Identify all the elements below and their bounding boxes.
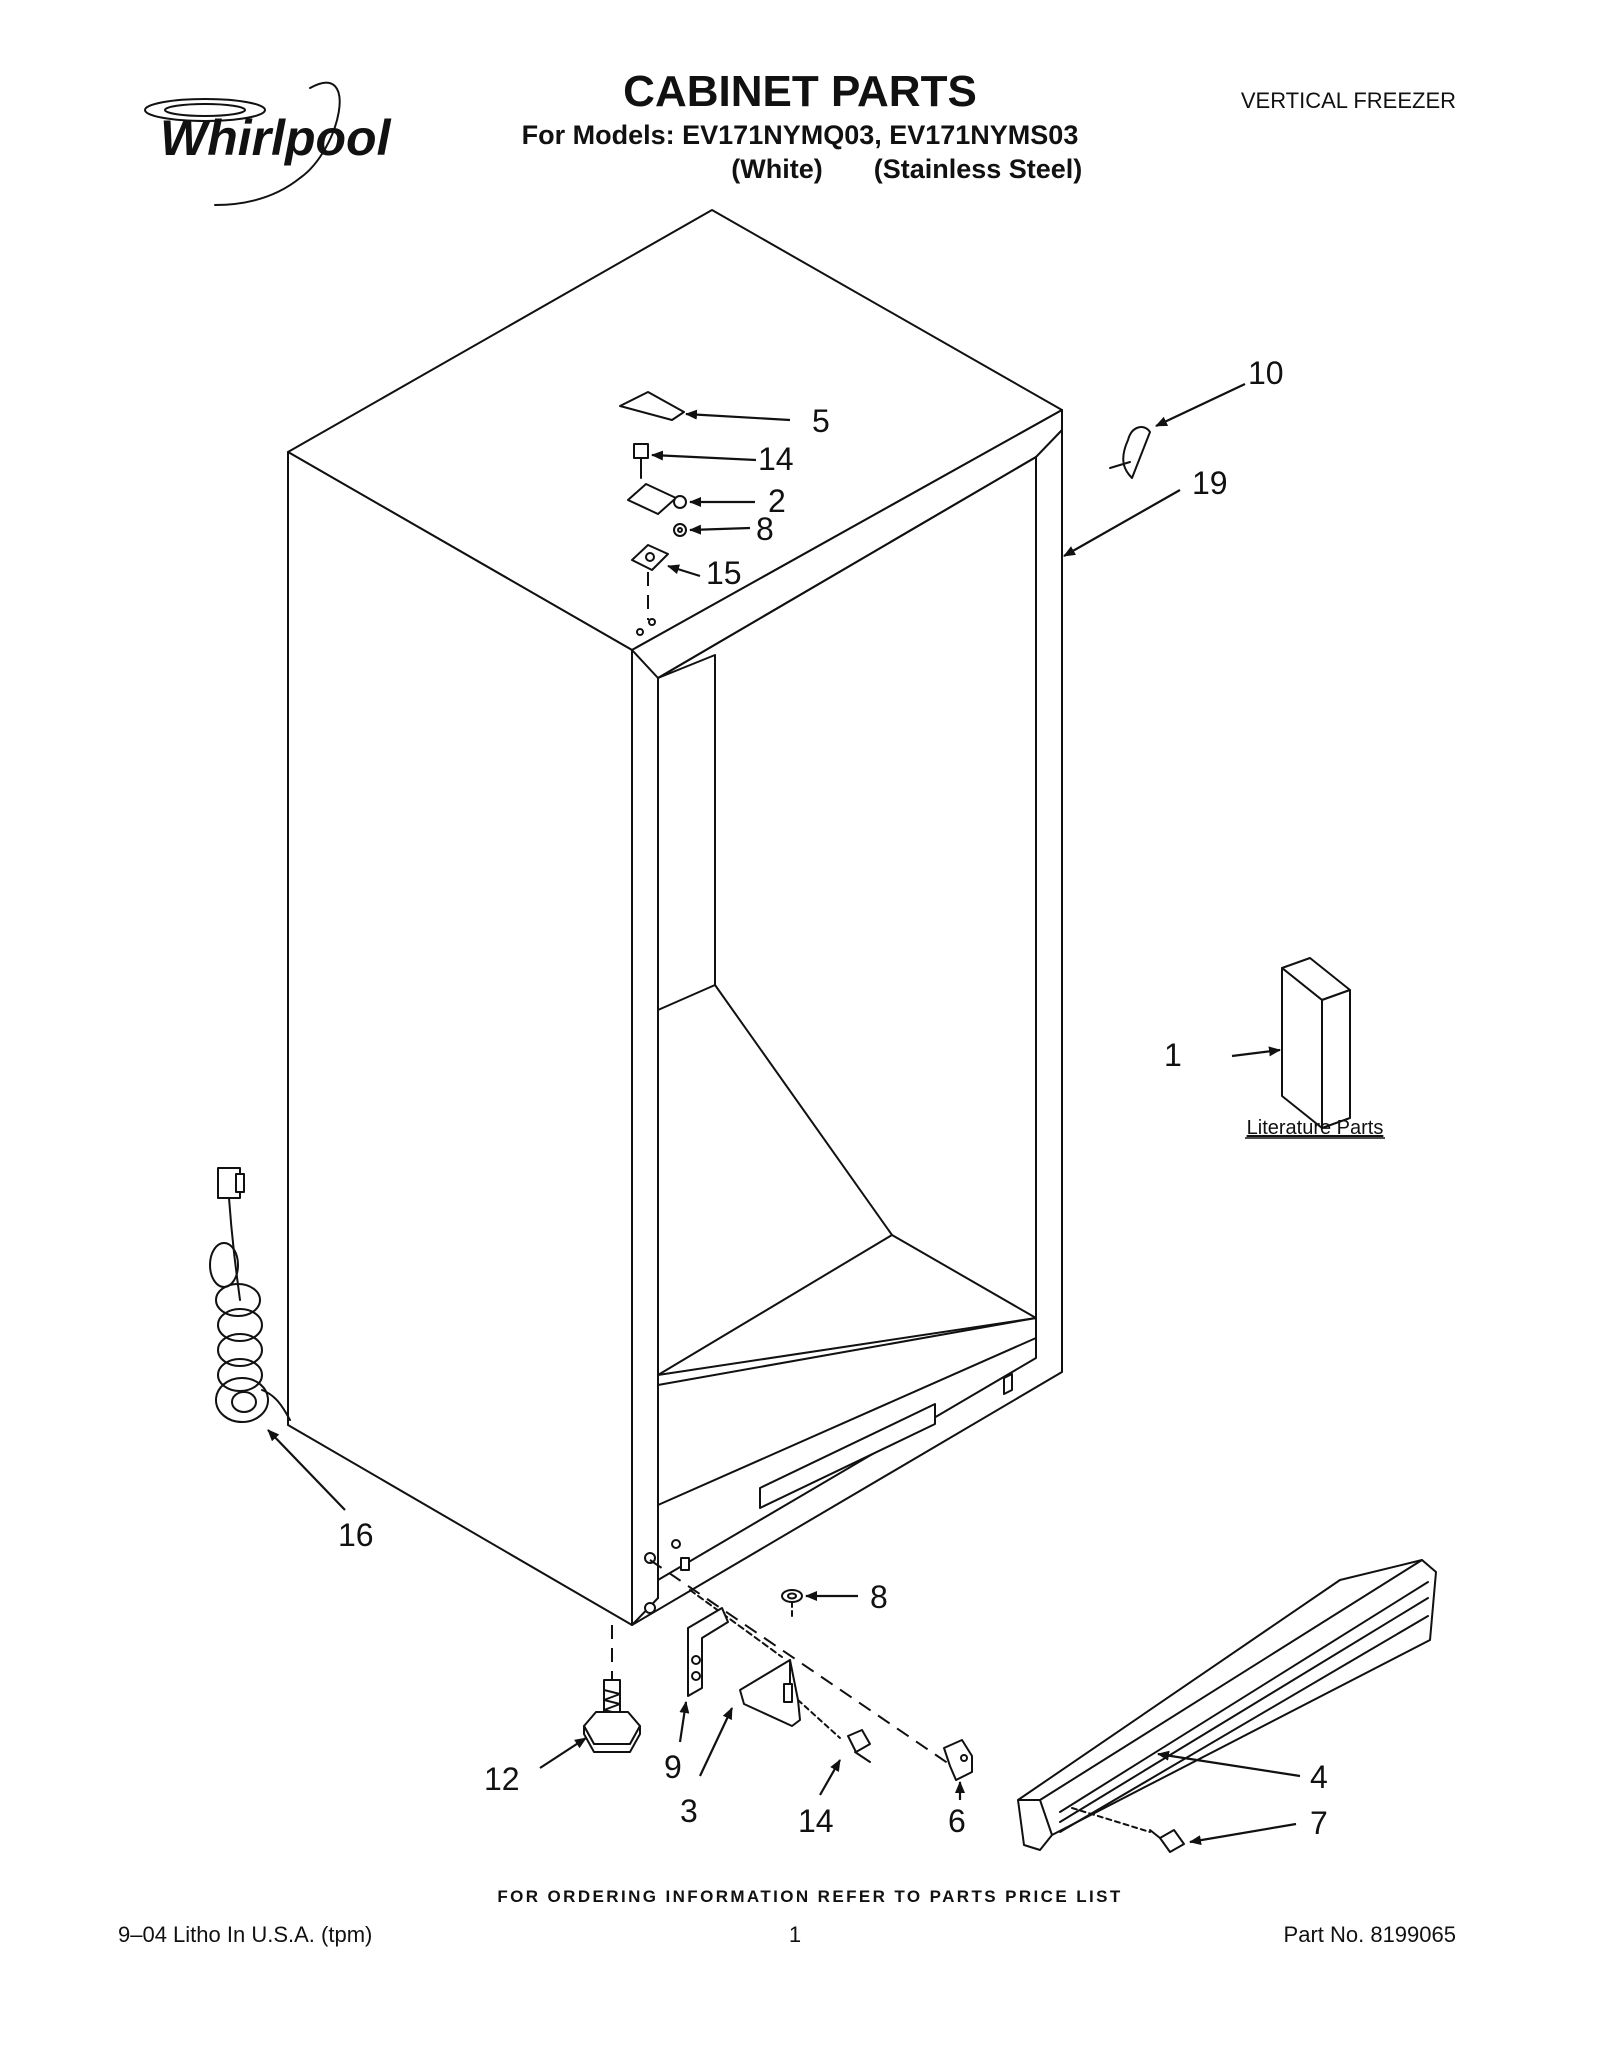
whirlpool-logo: Whirlpool xyxy=(144,81,392,206)
callout-14-top: 14 xyxy=(758,441,794,477)
callout-arrows xyxy=(267,383,1301,1846)
brand-wordmark: Whirlpool xyxy=(160,110,392,166)
ordering-note: FOR ORDERING INFORMATION REFER TO PARTS … xyxy=(497,1887,1122,1906)
variant-white: (White) xyxy=(731,154,822,184)
power-cord xyxy=(209,1167,291,1423)
models-line: For Models: EV171NYMQ03, EV171NYMS03 xyxy=(522,120,1079,150)
cabinet-body xyxy=(287,209,1063,1626)
callout-9: 9 xyxy=(664,1749,682,1785)
callout-12: 12 xyxy=(484,1761,520,1797)
literature-booklet xyxy=(1281,957,1351,1129)
callout-1: 1 xyxy=(1164,1037,1182,1073)
callout-5: 5 xyxy=(812,403,830,439)
hinge-shim-part xyxy=(631,544,669,620)
callout-10: 10 xyxy=(1248,355,1284,391)
callout-8-top: 8 xyxy=(756,511,774,547)
callout-7: 7 xyxy=(1310,1805,1328,1841)
callout-3: 3 xyxy=(680,1793,698,1829)
hinge-cover-part xyxy=(619,391,685,421)
callout-2: 2 xyxy=(768,483,786,519)
page-number: 1 xyxy=(789,1922,801,1947)
page-title: CABINET PARTS xyxy=(623,67,977,116)
leveling-leg xyxy=(583,1625,641,1753)
callout-14-bottom: 14 xyxy=(798,1803,834,1839)
litho-note: 9–04 Litho In U.S.A. (tpm) xyxy=(118,1922,372,1947)
callout-19: 19 xyxy=(1192,465,1228,501)
bottom-hinge-assembly xyxy=(649,1559,973,1781)
callout-4: 4 xyxy=(1310,1759,1328,1795)
callout-8-bottom: 8 xyxy=(870,1579,888,1615)
category-label: VERTICAL FREEZER xyxy=(1241,88,1456,113)
toe-grille xyxy=(1017,1559,1437,1851)
callout-6: 6 xyxy=(948,1803,966,1839)
variant-stainless: (Stainless Steel) xyxy=(874,154,1083,184)
part-number: Part No. 8199065 xyxy=(1284,1922,1456,1947)
hinge-screw-top xyxy=(633,443,649,479)
callout-16: 16 xyxy=(338,1517,374,1553)
clip-part-10 xyxy=(1109,426,1151,479)
grille-screw xyxy=(1071,1807,1185,1853)
literature-label: Literature Parts xyxy=(1247,1117,1384,1139)
callout-15: 15 xyxy=(706,555,742,591)
top-hinge-part xyxy=(627,483,687,537)
